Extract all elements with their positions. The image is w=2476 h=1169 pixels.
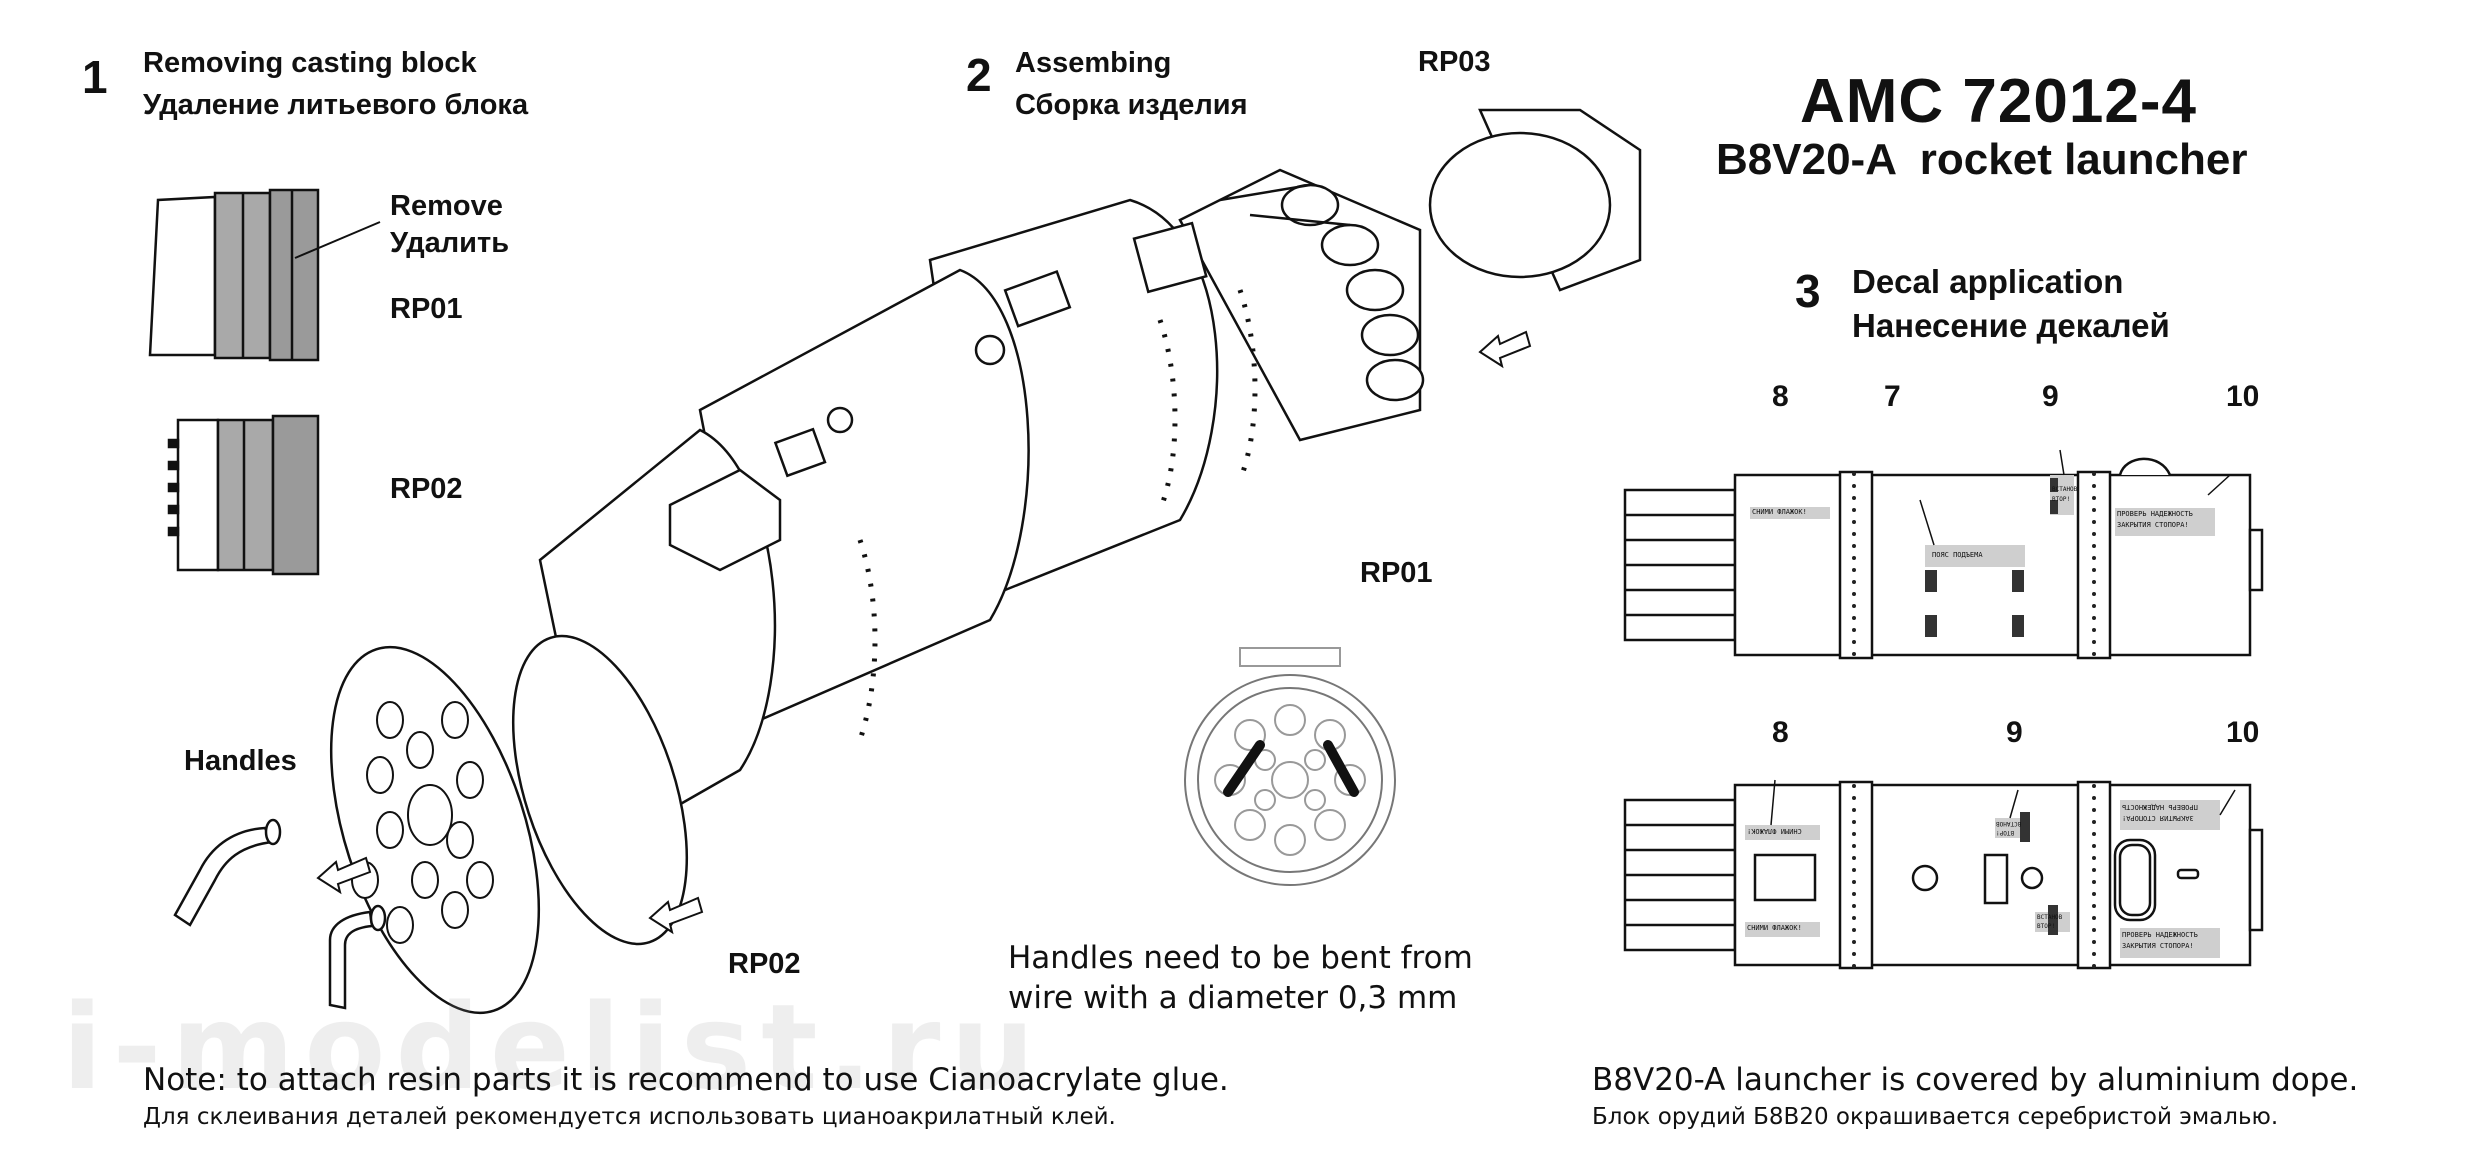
rp02-left-label: RP02 xyxy=(390,473,463,505)
decal-text-bottom-check1: ПРОВЕРЬ НАДЕЖНОСТЬ xyxy=(2122,803,2198,811)
step3-title-ru: Нанесение декалей xyxy=(1852,307,2170,344)
decal-top-view-drawing xyxy=(1623,449,2264,660)
decal-text-top-flag: СНИМИ ФЛАЖОК! xyxy=(1752,508,1807,516)
rp01-front-view-drawing xyxy=(1184,647,1396,886)
decal-text-bottom-check1b: ЗАКРЫТИЯ СТОПОРА! xyxy=(2122,814,2194,822)
rp03-cap-drawing xyxy=(1428,108,1642,292)
product-code: AMC 72012-4 xyxy=(1800,67,2197,136)
decal-text-bottom-install1b: ВТОР! xyxy=(1996,829,2015,836)
handles-drawing xyxy=(173,818,387,1010)
decal-text-top-check2: ЗАКРЫТИЯ СТОПОРА! xyxy=(2117,521,2189,529)
decal-text-top-install2: ВТОР! xyxy=(2052,496,2071,503)
step1-title-en: Removing casting block xyxy=(143,47,477,79)
decal-number-10-top: 10 xyxy=(2226,380,2260,413)
decal-number-9-top: 9 xyxy=(2042,380,2059,413)
decal-number-8-bottom: 8 xyxy=(1772,716,1789,749)
decal-number-7-top: 7 xyxy=(1884,380,1901,413)
decal-text-bottom-check2: ПРОВЕРЬ НАДЕЖНОСТЬ xyxy=(2122,931,2198,939)
rp01-left-label: RP01 xyxy=(390,293,463,325)
rp01-casting-drawing xyxy=(148,188,381,362)
glue-note-ru: Для склеивания деталей рекомендуется исп… xyxy=(143,1104,1116,1130)
step1-number: 1 xyxy=(82,51,108,103)
handles-note-line1: Handles need to be bent from xyxy=(1008,940,1473,976)
decal-text-top-belt: ПОЯС ПОДЪЕМА xyxy=(1932,551,1983,559)
product-name: B8V20-A rocket launcher xyxy=(1716,135,2248,184)
glue-note: Note: to attach resin parts it is recomm… xyxy=(143,1060,1229,1134)
decal-text-bottom-install1: ВСТАНОВ xyxy=(1996,820,2022,827)
step2-title: Assembing Сборка изделия xyxy=(1015,42,1248,126)
handles-note-line2: wire with a diameter 0,3 mm xyxy=(1008,980,1458,1016)
handles-note: Handles need to be bent from wire with a… xyxy=(1008,938,1473,1018)
rp02-part-drawing xyxy=(167,414,320,576)
paint-note-ru: Блок орудий Б8В20 окрашивается серебрист… xyxy=(1592,1104,2279,1130)
remove-label-ru: Удалить xyxy=(390,227,510,259)
glue-note-en: Note: to attach resin parts it is recomm… xyxy=(143,1062,1229,1098)
remove-label: Remove Удалить xyxy=(390,188,509,262)
rocket-tubes xyxy=(1178,168,1425,442)
step2-number: 2 xyxy=(966,49,992,101)
decal-bottom-view-drawing xyxy=(1623,779,2264,970)
decal-text-top-check: ПРОВЕРЬ НАДЕЖНОСТЬ xyxy=(2117,510,2193,518)
decal-text-bottom-flag2: СНИМИ ФЛАЖОК! xyxy=(1747,924,1802,932)
watermark: i-modelist.ru xyxy=(62,978,1045,1116)
decal-text-bottom-install2: ВСТАНОВ xyxy=(2037,914,2063,921)
decal-text-bottom-flag1: СНИМИ ФЛАЖОК! xyxy=(1747,827,1802,835)
handles-label: Handles xyxy=(184,745,297,777)
paint-note-en: B8V20-A launcher is covered by aluminium… xyxy=(1592,1062,2359,1098)
step2-title-ru: Сборка изделия xyxy=(1015,89,1248,121)
decal-number-9-bottom: 9 xyxy=(2006,716,2023,749)
face-tubes xyxy=(351,701,494,944)
step3-title: Decal application Нанесение декалей xyxy=(1852,260,2170,348)
remove-label-en: Remove xyxy=(390,190,503,222)
paint-note: B8V20-A launcher is covered by aluminium… xyxy=(1592,1060,2358,1134)
step1-title-ru: Удаление литьевого блока xyxy=(143,89,529,121)
step1-title: Removing casting block Удаление литьевог… xyxy=(143,42,528,126)
step2-title-en: Assembing xyxy=(1015,47,1172,79)
step3-number: 3 xyxy=(1795,265,1821,317)
decal-number-8-top: 8 xyxy=(1772,380,1789,413)
rp03-label: RP03 xyxy=(1418,46,1491,78)
rp01-center-label: RP01 xyxy=(1360,557,1433,589)
decal-text-bottom-install2b: ВТОР! xyxy=(2037,923,2056,930)
rp02-bottom-label: RP02 xyxy=(728,948,801,980)
decal-text-bottom-check2b: ЗАКРЫТИЯ СТОПОРА! xyxy=(2122,942,2194,950)
step3-title-en: Decal application xyxy=(1852,263,2124,300)
decal-number-10-bottom: 10 xyxy=(2226,716,2260,749)
decal-text-top-install: ВСТАНОВ xyxy=(2052,486,2078,493)
assembly-arrows xyxy=(316,330,1532,935)
